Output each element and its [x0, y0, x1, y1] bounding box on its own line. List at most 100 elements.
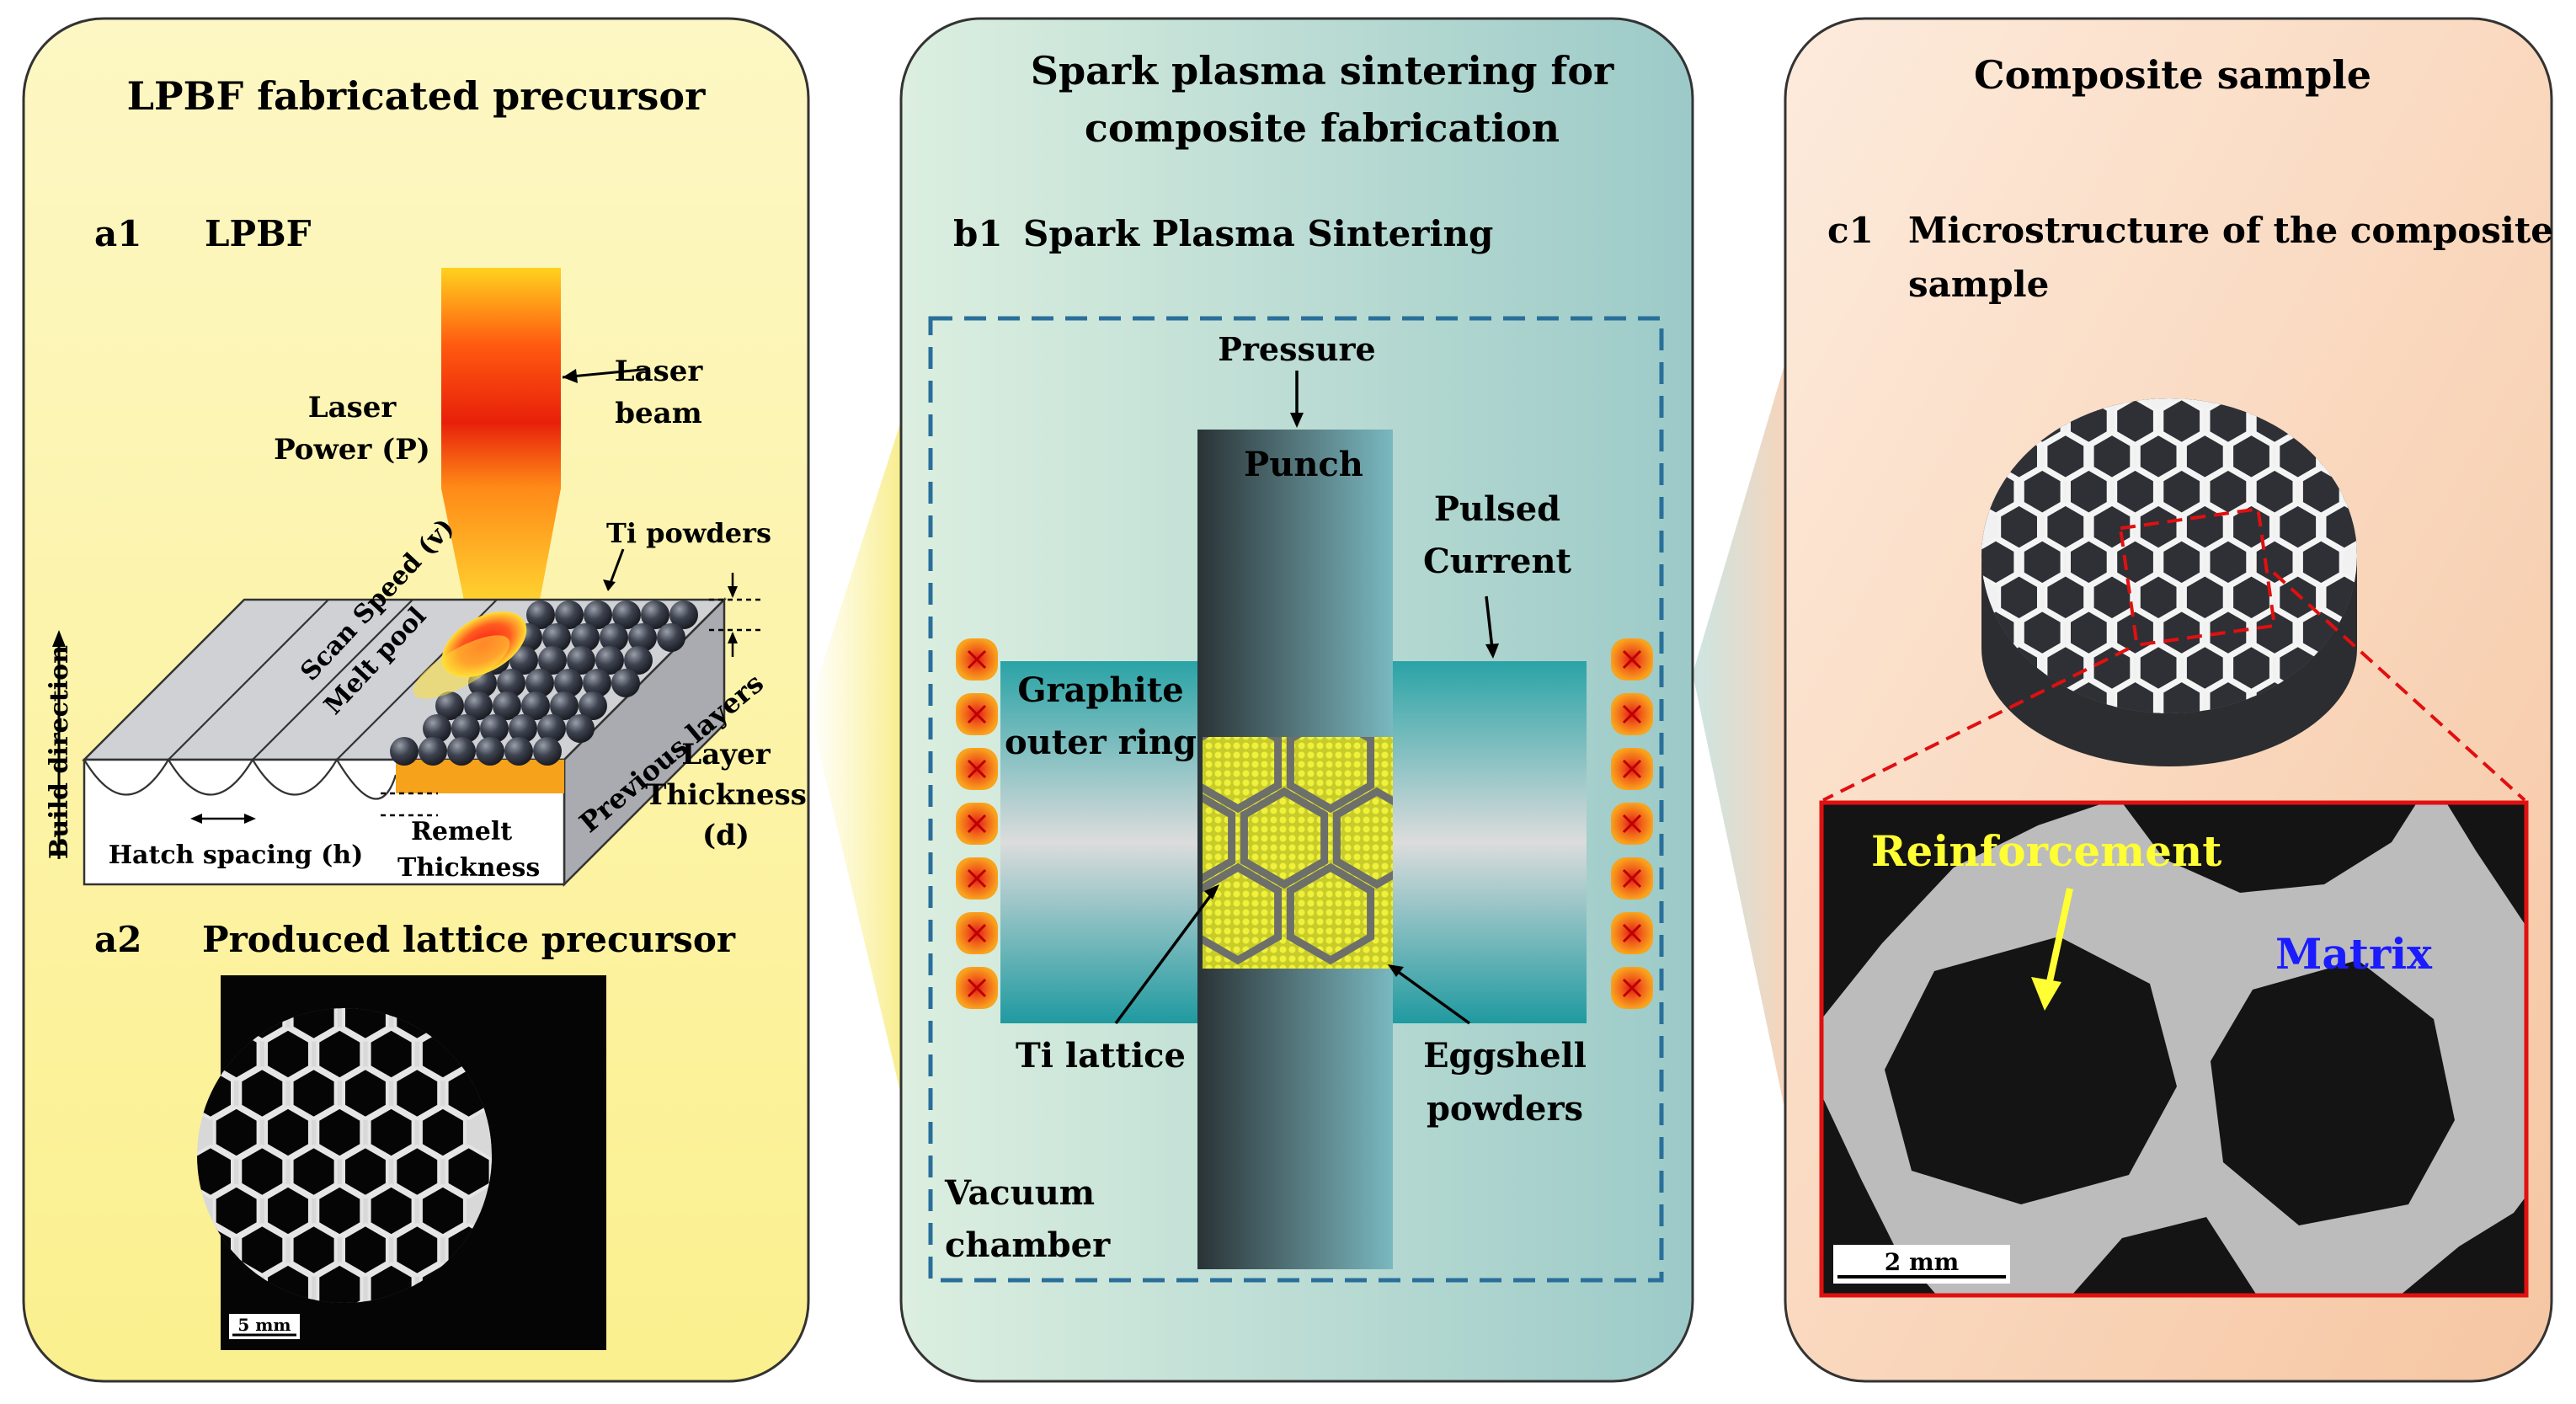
panel-a-title: LPBF fabricated precursor	[127, 73, 706, 119]
arrowhead-icon	[1290, 413, 1304, 428]
label-vacuum-2: chamber	[945, 1225, 1111, 1265]
lattice-cell	[2044, 572, 2088, 622]
lattice-cell	[316, 1105, 364, 1160]
label-layer-thickness-3: (d)	[702, 819, 749, 852]
a1-tag: a1	[94, 213, 141, 254]
panel-c: Composite sample c1 Microstructure of th…	[1784, 17, 2553, 1383]
label-matrix: Matrix	[2275, 929, 2433, 979]
zoom-region-box	[2118, 507, 2277, 648]
lattice-cell	[238, 1222, 286, 1278]
lattice-cell	[264, 1027, 312, 1081]
ti-powder-ball	[435, 691, 464, 720]
lattice-cell	[393, 1144, 441, 1199]
current-into-page-icon	[967, 814, 987, 834]
current-into-page-icon	[1622, 759, 1642, 779]
connector-cone-left	[808, 421, 901, 1095]
lattice-cell	[2206, 678, 2250, 713]
b1-title: Spark Plasma Sintering	[1023, 213, 1493, 254]
lattice-cell	[2136, 431, 2180, 482]
label-pressure: Pressure	[1218, 330, 1375, 368]
label-graphite-2: outer ring	[1005, 723, 1197, 762]
current-into-page-icon	[967, 704, 987, 724]
lattice-cell	[367, 1183, 415, 1238]
lattice-cell	[2276, 502, 2320, 552]
ti-lattice	[1203, 737, 1393, 965]
lattice-cell	[367, 1105, 415, 1160]
ti-powder-ball	[628, 623, 657, 652]
scale-bar-2mm-label: 2 mm	[1885, 1248, 1959, 1276]
arrowhead-icon	[190, 814, 202, 824]
ti-powder-ball	[550, 691, 579, 720]
lattice-cell	[2206, 607, 2250, 658]
lattice-cell	[2206, 467, 2250, 517]
b1-tag: b1	[953, 213, 1003, 254]
ti-powder-ball	[504, 737, 533, 766]
current-into-page-icon	[1622, 814, 1642, 834]
lattice-cell	[238, 1144, 286, 1199]
ti-powder-ball	[669, 601, 698, 629]
panel-b-title-1: Spark plasma sintering for	[1031, 48, 1614, 93]
reinforcement-arrow	[2045, 888, 2073, 986]
lattice-cell	[290, 1008, 338, 1043]
lattice-cell	[1240, 787, 1329, 889]
c1-tag: c1	[1827, 210, 1874, 251]
lattice-cell	[290, 1222, 338, 1278]
panel-c-title: Composite sample	[1974, 52, 2371, 98]
ti-powder-ball	[419, 737, 447, 766]
ti-powder-ball	[641, 601, 669, 629]
lattice-cell	[2253, 467, 2296, 517]
lattice-cell	[212, 1105, 260, 1160]
lattice-cell	[2044, 431, 2088, 482]
connector-cone-right	[1693, 362, 1785, 1112]
lattice-cell	[2253, 607, 2296, 658]
ti-powder-ball	[447, 737, 476, 766]
lattice-cell	[342, 1144, 389, 1199]
label-pulsed-2: Current	[1423, 542, 1572, 581]
label-build-direction: Build direction	[45, 645, 74, 859]
lattice-cell	[2230, 572, 2273, 622]
ti-powder-ball	[533, 737, 562, 766]
laser-nozzle	[441, 488, 561, 605]
lattice-cell	[1332, 787, 1393, 889]
lattice-cell	[2090, 643, 2134, 693]
lattice-cell	[1981, 537, 2018, 587]
ti-powder-ball	[571, 623, 600, 652]
ti-powder-ball	[537, 714, 566, 743]
lattice-cell	[316, 1183, 364, 1238]
label-pulsed-1: Pulsed	[1434, 489, 1560, 529]
lattice-cell	[238, 1065, 286, 1121]
lattice-cell	[264, 1105, 312, 1160]
lattice-cell	[2253, 537, 2296, 587]
ti-powder-ball	[390, 737, 419, 766]
ti-powder-ball	[567, 646, 595, 675]
label-eggshell-2: powders	[1427, 1089, 1583, 1129]
ti-powder-ball	[600, 623, 628, 652]
lattice-cell	[1997, 502, 2040, 552]
c1-title-2: sample	[1908, 264, 2049, 305]
micrograph-border	[1819, 800, 2529, 1298]
remelt-marks	[381, 792, 438, 817]
label-laser-power-2: Power (P)	[274, 433, 430, 467]
arrowhead-icon	[728, 632, 738, 643]
ti-powder-ball	[464, 691, 493, 720]
lattice-cell	[290, 1144, 338, 1199]
ti-lattice-leader	[1114, 891, 1214, 1025]
laser-beam-leader	[562, 367, 651, 379]
arrowhead-icon	[244, 814, 256, 824]
current-into-page-icon	[1622, 704, 1642, 724]
lattice-cell	[342, 1222, 389, 1278]
label-laser-power-1: Laser	[308, 391, 397, 424]
lattice-cell	[1203, 862, 1283, 965]
current-into-page-icon	[967, 759, 987, 779]
lattice-cell	[2160, 678, 2204, 713]
lattice-cell	[2044, 502, 2088, 552]
ti-powder-ball	[451, 714, 480, 743]
lattice-cell	[2020, 537, 2064, 587]
current-into-page-icon	[967, 978, 987, 998]
ti-powder-ball	[611, 669, 640, 697]
zoom-line-right	[2272, 571, 2526, 802]
ti-powder-ball	[509, 646, 538, 675]
label-laser-beam-1: Laser	[615, 355, 704, 388]
lattice-cell	[393, 1065, 441, 1121]
